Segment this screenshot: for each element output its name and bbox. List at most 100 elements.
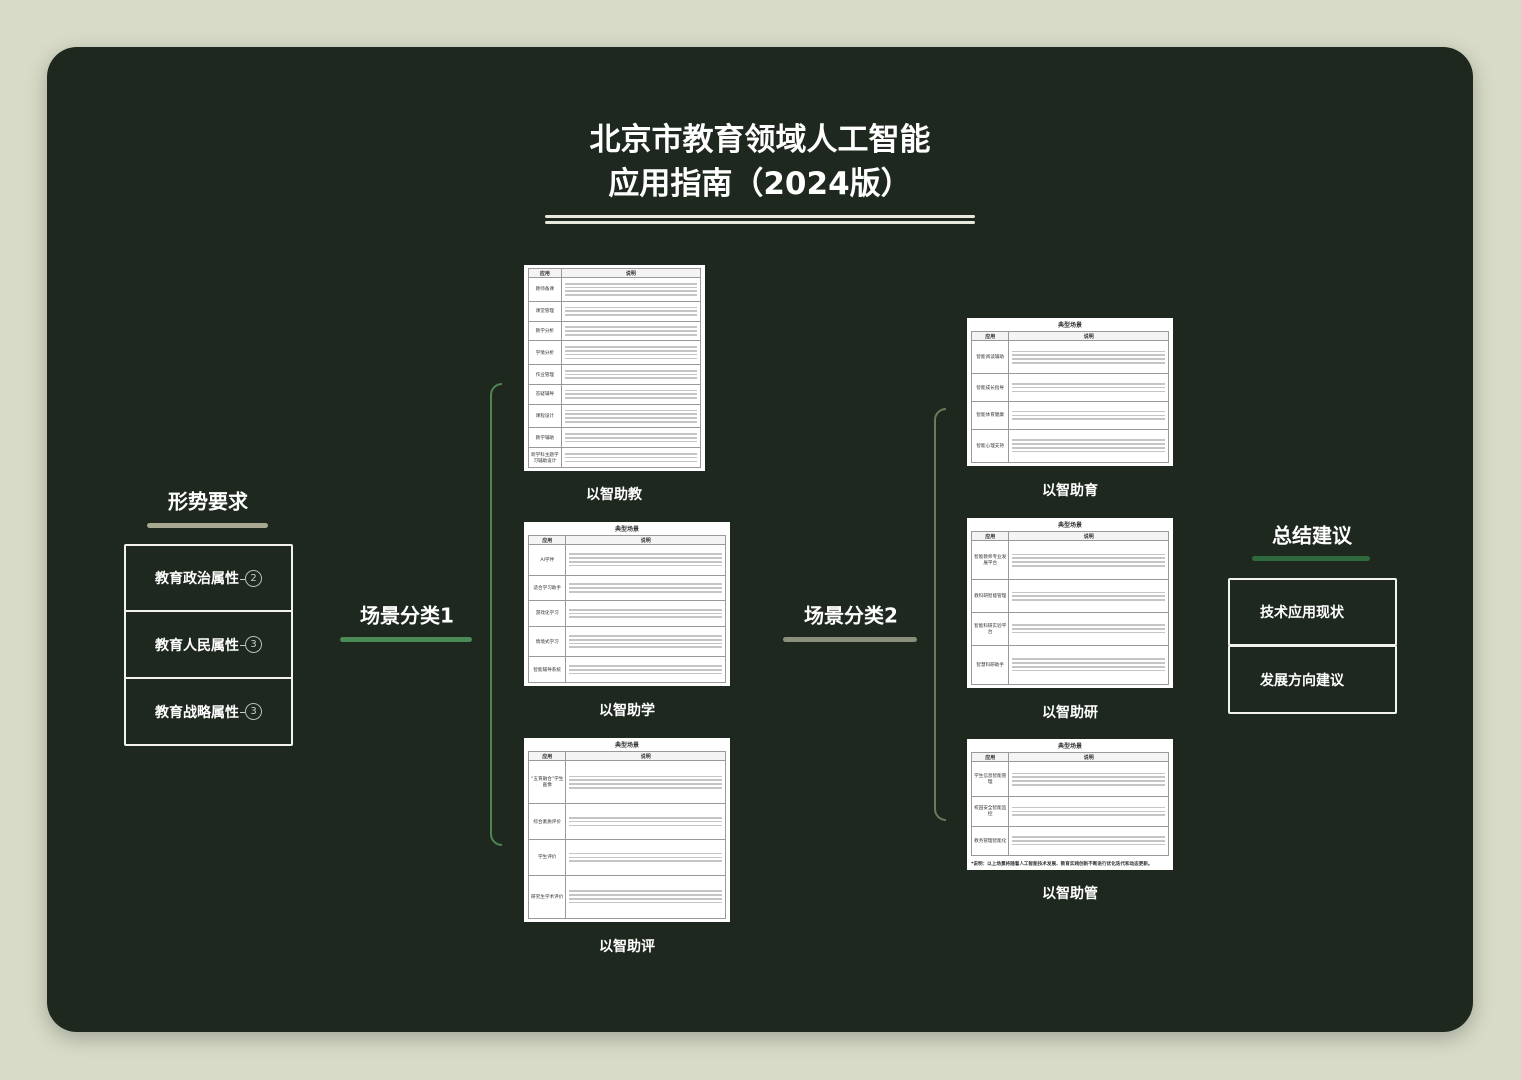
row-label: 智能阅读辅助 [970,339,1010,375]
row-description [565,874,726,920]
row-description [1008,825,1169,857]
scene-label[interactable]: 以智助教 [586,487,642,503]
scene-table[interactable]: 典型场景应用说明“五育融合”学生画像综合素质评价学生评价研究生学术评价 [524,738,730,922]
count-badge[interactable]: 2 [240,569,262,587]
scene-label[interactable]: 以智助管 [1042,886,1098,902]
table-row: 教学分析 [528,320,702,342]
table-row: 教务管理智能化 [970,825,1169,857]
mindmap-board [47,47,1473,1032]
row-description [1008,611,1169,646]
row-description [565,759,726,805]
col-header: 应用 [527,535,567,545]
heading-situation: 形势要求 [168,489,248,514]
row-description [560,447,702,468]
scene-label[interactable]: 以智助评 [599,939,655,955]
table-row: AI学伴 [527,544,726,576]
table-row: 跨学科主题学习辅助设计 [528,447,702,468]
heading-underline [783,637,917,642]
scene-table[interactable]: 典型场景应用说明智能阅读辅助智能成长指导智能体育健康智能心理支持 [967,318,1173,466]
col-header: 说明 [565,535,726,545]
row-description [1008,760,1169,798]
row-label: 校园安全智能监控 [970,796,1010,827]
col-header: 应用 [970,331,1010,341]
row-label: 情境式学习 [527,625,567,658]
table-caption: 典型场景 [1057,743,1082,750]
table-header-row: 应用说明 [970,752,1169,762]
table-row: 智能辅导系统 [527,656,726,683]
row-description [1008,579,1169,613]
table-grid: 应用说明教师备课课堂管理教学分析学情分析作业管理答疑辅导课程设计教学辅助跨学科主… [528,268,702,468]
row-description [1008,339,1169,375]
page-title: 北京市教育领域人工智能 应用指南（2024版） [589,122,931,202]
row-label: 游戏化学习 [527,600,567,627]
table-caption: 典型场景 [1057,322,1082,329]
col-header: 说明 [565,751,726,761]
row-description [1008,796,1169,827]
col-header: 应用 [528,268,562,278]
table-header-row: 应用说明 [970,331,1169,341]
table-grid: 应用说明学生信息智能管理校园安全智能监控教务管理智能化 [970,752,1169,857]
title-underline [545,221,975,224]
row-description [565,838,726,876]
row-label: 适合学习助手 [527,574,567,602]
heading-underline [340,637,472,642]
heading-scene-1[interactable]: 场景分类1 [360,603,454,628]
bracket-connector [490,383,502,846]
table-note: *说明：以上场景将随着人工智能技术发展、教育实践创新不断进行优化迭代和动态更新。 [971,862,1153,867]
row-description [560,300,702,322]
table-row: 智能科研实验平台 [970,611,1169,646]
topic-direction[interactable]: 发展方向建议 [1228,645,1397,714]
title-underline [545,215,975,218]
col-header: 说明 [1008,331,1169,341]
scene-table[interactable]: 应用说明教师备课课堂管理教学分析学情分析作业管理答疑辅导课程设计教学辅助跨学科主… [524,265,705,471]
count-badge[interactable]: 3 [240,636,262,653]
table-row: 学情分析 [528,340,702,366]
table-row: 游戏化学习 [527,600,726,627]
row-description [1008,539,1169,581]
table-row: 教师备课 [528,277,702,302]
table-row: 综合素质评价 [527,803,726,840]
col-header: 说明 [1008,531,1169,541]
row-description [560,364,702,385]
topic-current-status[interactable]: 技术应用现状 [1228,578,1397,646]
row-description [560,277,702,302]
row-label: 智慧科研助手 [970,644,1010,686]
row-label: 作业管理 [528,364,562,385]
scene-label[interactable]: 以智助育 [1042,483,1098,499]
heading-scene-2[interactable]: 场景分类2 [804,603,898,628]
row-label: 教学辅助 [528,427,562,449]
row-label: 教师备课 [528,277,562,302]
row-label: 教学分析 [528,320,562,342]
col-header: 说明 [1008,752,1169,762]
scene-label[interactable]: 以智助学 [599,703,655,719]
row-label: 综合素质评价 [527,803,567,840]
row-label: 学生评价 [527,838,567,876]
table-row: 智能阅读辅助 [970,339,1169,375]
table-grid: 应用说明智能教师专业发展平台教科研智能管理智能科研实验平台智慧科研助手 [970,531,1169,686]
table-row: 智能体育健康 [970,400,1169,430]
table-header-row: 应用说明 [528,268,702,278]
scene-table[interactable]: 典型场景应用说明学生信息智能管理校园安全智能监控教务管理智能化 *说明：以上场景将… [967,739,1173,870]
table-row: 智能心理支持 [970,428,1169,464]
table-header-row: 应用说明 [970,531,1169,541]
row-label: 课程设计 [528,403,562,429]
table-grid: 应用说明智能阅读辅助智能成长指导智能体育健康智能心理支持 [970,331,1169,464]
heading-underline [147,523,268,528]
row-label: 教务管理智能化 [970,825,1010,857]
row-label: “五育融合”学生画像 [527,759,567,805]
table-row: 教学辅助 [528,427,702,449]
table-caption: 典型场景 [614,742,639,749]
row-description [1008,400,1169,430]
row-label: 学生信息智能管理 [970,760,1010,798]
row-description [565,574,726,602]
count-badge[interactable]: 3 [240,703,262,720]
scene-table[interactable]: 典型场景应用说明智能教师专业发展平台教科研智能管理智能科研实验平台智慧科研助手 [967,518,1173,688]
scene-label[interactable]: 以智助研 [1042,705,1098,721]
row-description [1008,644,1169,686]
table-row: 适合学习助手 [527,574,726,602]
row-label: 智能教师专业发展平台 [970,539,1010,581]
